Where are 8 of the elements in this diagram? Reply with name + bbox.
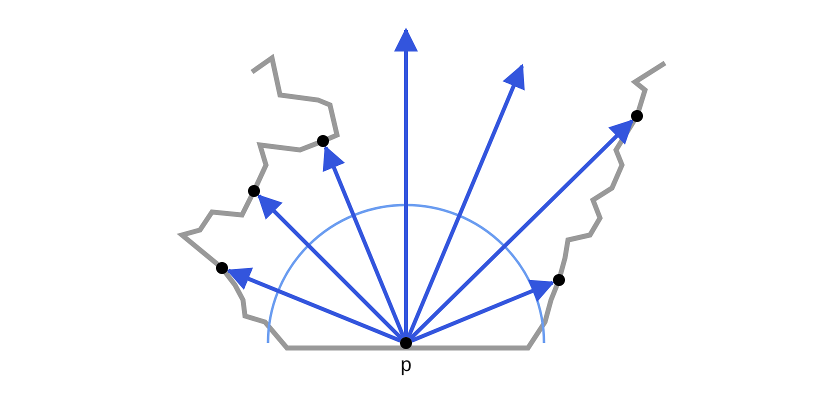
arrow (322, 145, 406, 338)
point-label: p (400, 355, 412, 375)
arrow (226, 268, 402, 343)
arrow (406, 64, 525, 338)
arrow (394, 28, 418, 337)
arrow (257, 194, 404, 340)
arrow (410, 280, 555, 343)
arrow (408, 119, 634, 340)
